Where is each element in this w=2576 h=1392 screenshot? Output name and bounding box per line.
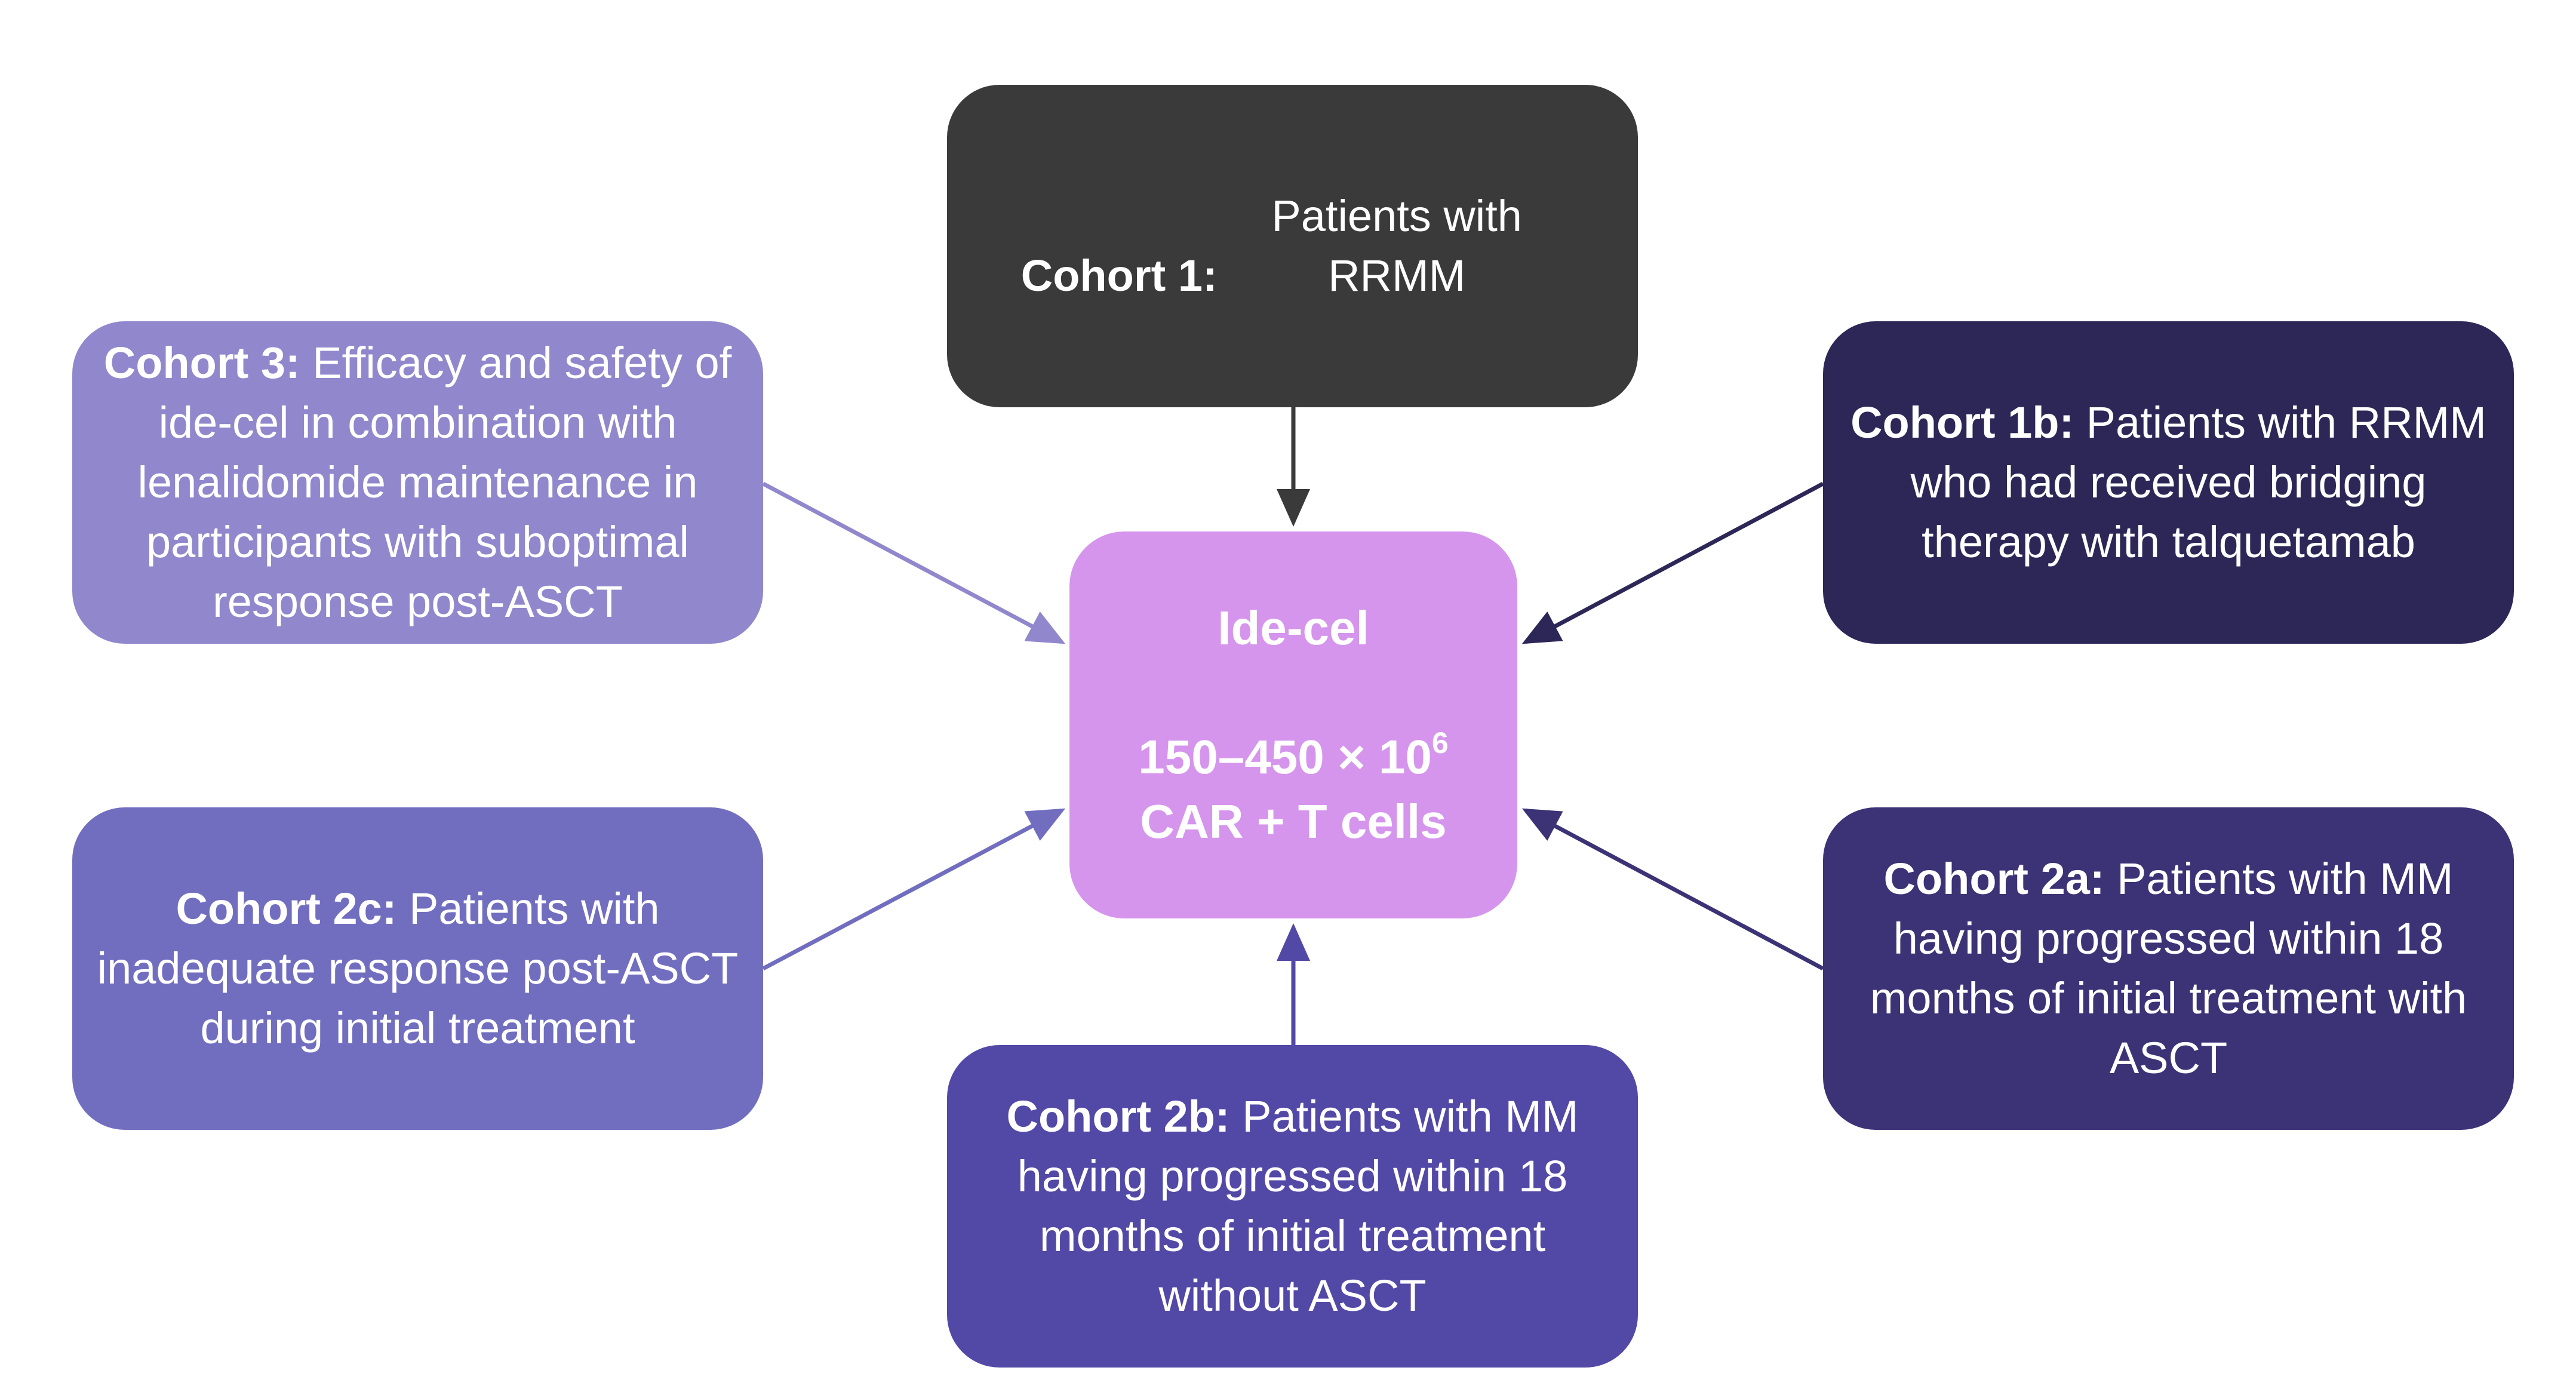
- cohort-1-label: Cohort 1:: [1020, 251, 1218, 300]
- cohort-2a-text: Patients with MM having progressed withi…: [1870, 854, 2467, 1083]
- cohort-1b-text: Patients with RRMM who had received brid…: [1910, 398, 2486, 567]
- cohort-2a-box: Cohort 2a: Patients with MM having progr…: [1823, 807, 2514, 1130]
- cohort-2a-label: Cohort 2a:: [1883, 854, 2105, 904]
- cohort-3-label: Cohort 3:: [103, 338, 300, 388]
- arrow-cohort-3: [762, 481, 1066, 644]
- cohort-1b-box: Cohort 1b: Patients with RRMM who had re…: [1823, 321, 2514, 644]
- cohort-2b-text: Patients with MM having progressed withi…: [1017, 1092, 1579, 1320]
- cohort-2b-box: Cohort 2b: Patients with MM having progr…: [947, 1045, 1638, 1368]
- cohort-1-text: Patients with RRMM: [1271, 191, 1522, 300]
- cohort-2b-label: Cohort 2b:: [1006, 1092, 1230, 1141]
- arrow-cohort-2c: [762, 808, 1066, 971]
- ide-cel-center-box: Ide-cel 150–450 × 106 CAR + T cells: [1069, 531, 1517, 918]
- cohort-1-box: Cohort 1: Patients with RRMM: [947, 85, 1638, 407]
- cohort-3-text: Efficacy and safety of ide-cel in combin…: [137, 338, 732, 626]
- cohort-3-box: Cohort 3: Efficacy and safety of ide-cel…: [72, 321, 763, 644]
- cohort-2c-text: Patients with inadequate response post-A…: [97, 884, 739, 1053]
- cohort-2c-box: Cohort 2c: Patients with inadequate resp…: [72, 807, 763, 1130]
- dose-prefix: 150–450 × 10: [1138, 730, 1432, 783]
- cohort-2c-label: Cohort 2c:: [176, 884, 397, 933]
- cohort-1b-label: Cohort 1b:: [1850, 398, 2074, 447]
- ide-cel-title: Ide-cel: [1218, 601, 1369, 654]
- dose-exponent: 6: [1431, 726, 1449, 760]
- dose-cell-type: CAR + T cells: [1140, 795, 1447, 848]
- arrow-cohort-2a: [1521, 808, 1824, 971]
- arrow-cohort-1b: [1521, 481, 1824, 644]
- ide-cel-dose: 150–450 × 106: [1138, 725, 1448, 789]
